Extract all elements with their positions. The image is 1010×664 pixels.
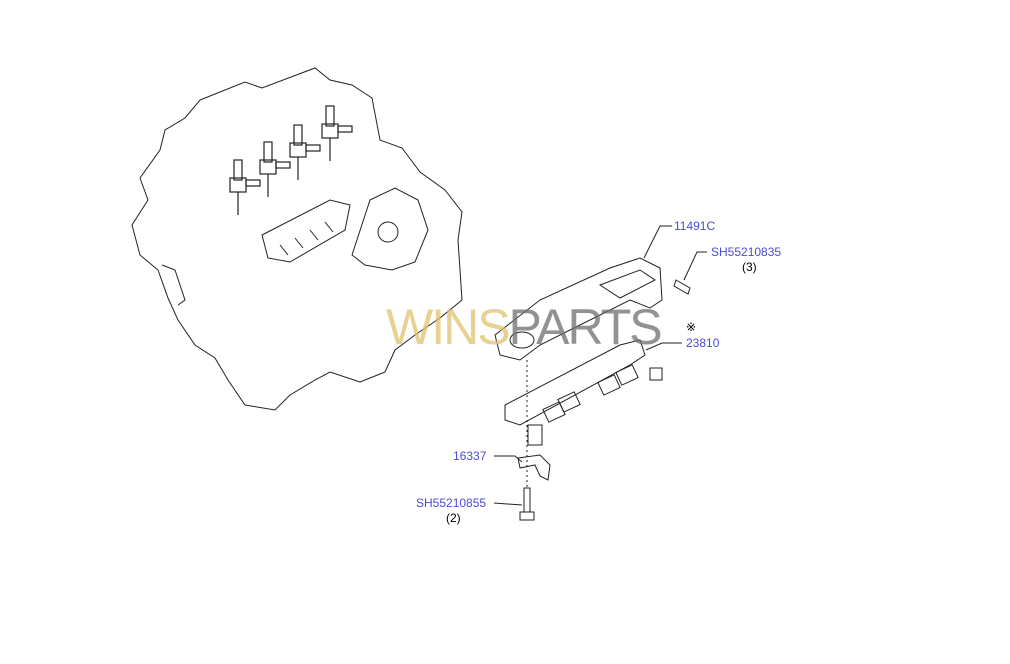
engine-pump-small xyxy=(351,187,429,271)
callout-23810[interactable]: 23810 xyxy=(686,336,720,350)
callout-11491C[interactable]: 11491C xyxy=(674,219,716,233)
engine-inner-edge xyxy=(161,264,186,306)
rail-ports xyxy=(527,364,663,446)
spacer-part xyxy=(517,454,551,481)
callout-SH55210835[interactable]: SH55210835 xyxy=(711,245,782,259)
qty-SH55210855: (2) xyxy=(446,511,461,525)
engine-outline xyxy=(131,67,463,411)
fuel-rail-part xyxy=(504,339,646,426)
engine-rail-small xyxy=(261,199,351,263)
callout-SH55210855[interactable]: SH55210855 xyxy=(416,496,487,510)
leader-lines xyxy=(493,225,707,506)
injector-set xyxy=(229,105,353,215)
bolt-upper xyxy=(673,279,691,295)
note-mark: ※ xyxy=(686,320,697,334)
qty-SH55210835: (3) xyxy=(742,260,757,274)
bolt-lower xyxy=(519,487,535,521)
callout-16337[interactable]: 16337 xyxy=(453,449,487,463)
bracket-part xyxy=(494,257,663,361)
